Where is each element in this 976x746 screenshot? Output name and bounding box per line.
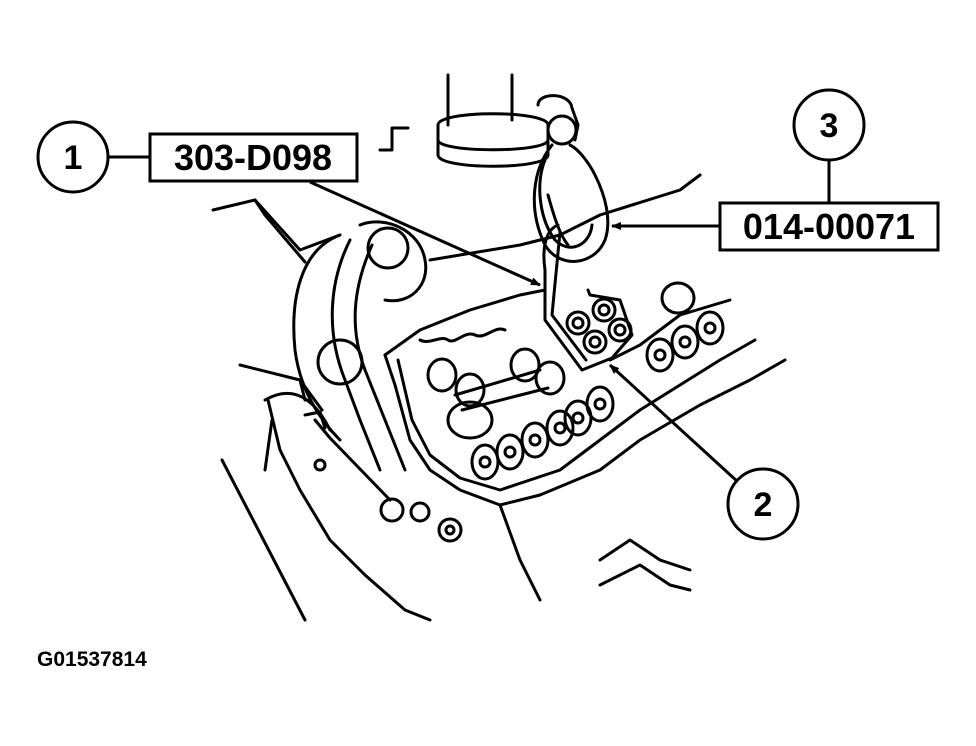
callout-2-number: 2 (754, 486, 773, 524)
part-number-303-d098: 303-D098 (174, 137, 332, 178)
figure-id: G01537814 (37, 648, 147, 671)
part-number-014-00071: 014-00071 (743, 206, 915, 247)
valve-springs-front (470, 385, 615, 481)
callout-1-label-box (148, 132, 359, 183)
callout-3-circle (792, 88, 866, 162)
lifting-bracket (542, 223, 634, 372)
valve-springs-rear (645, 310, 725, 373)
cylinder-head (383, 173, 757, 507)
callout-1: 1 303-D098 (36, 120, 359, 194)
callout-3-number: 3 (820, 107, 839, 145)
callout-3-label-box (718, 201, 940, 252)
engine-illustration (211, 73, 787, 622)
hoist-post (378, 73, 550, 168)
callout-2-circle (726, 467, 800, 541)
callout-3: 3 014-00071 (718, 88, 940, 252)
callout-2: 2 (726, 467, 800, 541)
callout-2-arrow (608, 363, 740, 484)
callout-1-circle (36, 120, 110, 194)
engine-block (220, 358, 787, 622)
engine-front-cover (211, 198, 428, 472)
callout-1-number: 1 (64, 139, 83, 177)
leader-lines (108, 155, 831, 484)
callout-1-arrow (309, 180, 541, 287)
